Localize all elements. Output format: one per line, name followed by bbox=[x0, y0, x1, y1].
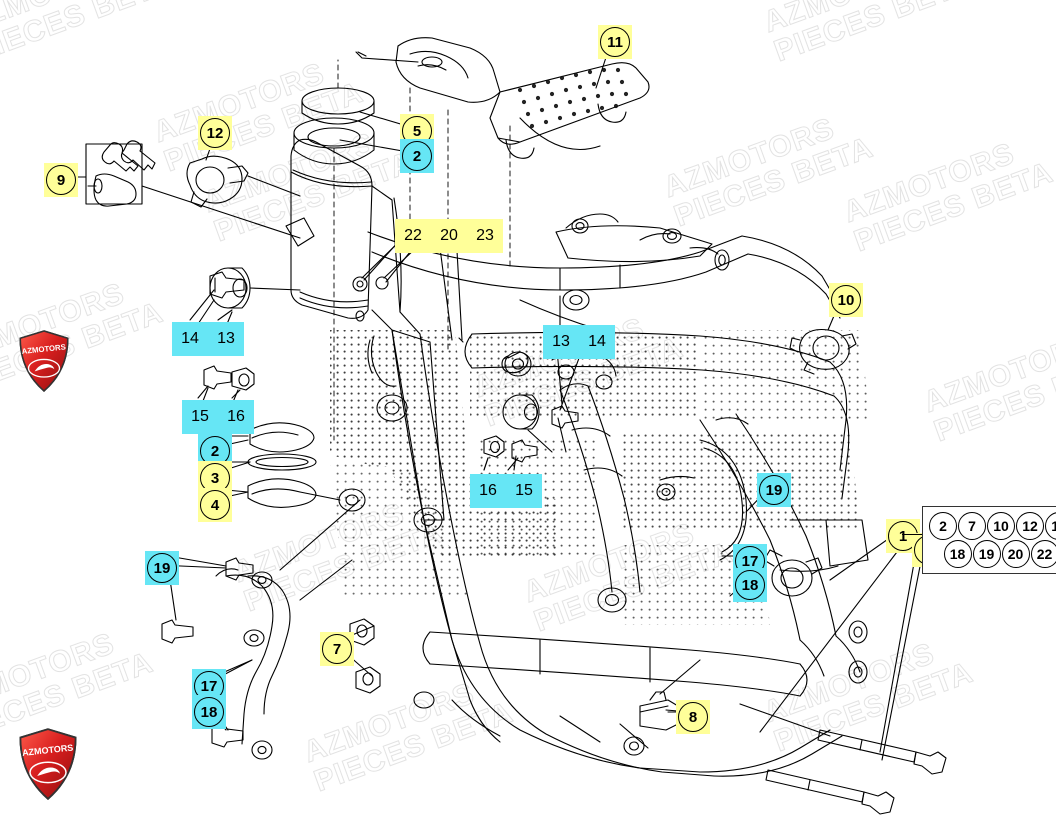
callout-bubble: 18 bbox=[194, 697, 224, 727]
callout-15[interactable]: 15 bbox=[506, 473, 542, 509]
callout-bubble: 20 bbox=[440, 227, 458, 244]
legend-leader bbox=[902, 534, 922, 536]
callout-bubble: 2 bbox=[402, 141, 432, 171]
legend-box: 2710121718192022 bbox=[922, 506, 1056, 574]
callout-12[interactable]: 12 bbox=[198, 116, 232, 150]
callout-group-14-13[interactable]: 14 13 bbox=[172, 322, 244, 356]
legend-item-10[interactable]: 10 bbox=[987, 512, 1015, 540]
callout-16[interactable]: 16 bbox=[218, 399, 254, 435]
legend-item-17[interactable]: 17 bbox=[1045, 512, 1056, 540]
callout-bubble: 14 bbox=[588, 333, 606, 350]
callout-bubble: 7 bbox=[322, 634, 352, 664]
callout-bubble: 19 bbox=[759, 475, 789, 505]
callout-group-13-14[interactable]: 13 14 bbox=[543, 325, 615, 359]
callout-bubble: 14 bbox=[181, 330, 199, 347]
callout-bubble: 13 bbox=[217, 330, 235, 347]
callout-19[interactable]: 19 bbox=[145, 551, 179, 585]
callout-bubble: 15 bbox=[515, 482, 533, 499]
callout-16[interactable]: 16 bbox=[470, 473, 506, 509]
legend-item-18[interactable]: 18 bbox=[943, 540, 972, 568]
callout-bubble: 8 bbox=[678, 702, 708, 732]
callout-23[interactable]: 23 bbox=[467, 218, 503, 254]
callout-13[interactable]: 13 bbox=[208, 321, 244, 357]
callout-10[interactable]: 10 bbox=[829, 283, 863, 317]
callout-bubble: 13 bbox=[552, 333, 570, 350]
callout-bubble: 10 bbox=[831, 285, 861, 315]
callout-18[interactable]: 18 bbox=[733, 568, 767, 602]
callout-bubble: 9 bbox=[46, 165, 76, 195]
callout-8[interactable]: 8 bbox=[676, 700, 710, 734]
legend-item-20[interactable]: 20 bbox=[1001, 540, 1030, 568]
callout-bubble: 18 bbox=[735, 570, 765, 600]
legend-item-19[interactable]: 19 bbox=[972, 540, 1001, 568]
callout-bubble: 15 bbox=[191, 408, 209, 425]
legend-row: 27101217 bbox=[929, 512, 1056, 540]
callout-bubble: 16 bbox=[479, 482, 497, 499]
callout-7[interactable]: 7 bbox=[320, 632, 354, 666]
callout-9[interactable]: 9 bbox=[44, 163, 78, 197]
callout-2[interactable]: 2 bbox=[400, 139, 434, 173]
legend-item-12[interactable]: 12 bbox=[1016, 512, 1044, 540]
callout-group-22-20-23[interactable]: 22 20 23 bbox=[395, 219, 503, 253]
callout-4[interactable]: 4 bbox=[198, 488, 232, 522]
callout-20[interactable]: 20 bbox=[431, 218, 467, 254]
callout-11[interactable]: 11 bbox=[598, 25, 632, 59]
callout-15[interactable]: 15 bbox=[182, 399, 218, 435]
callout-bubble: 12 bbox=[200, 118, 230, 148]
callout-bubble: 11 bbox=[600, 27, 630, 57]
callout-bubble: 16 bbox=[227, 408, 245, 425]
callout-18[interactable]: 18 bbox=[192, 695, 226, 729]
callout-bubble: 4 bbox=[200, 490, 230, 520]
legend-item-7[interactable]: 7 bbox=[958, 512, 986, 540]
callout-19[interactable]: 19 bbox=[757, 473, 791, 507]
callout-bubble: 22 bbox=[404, 227, 422, 244]
callout-14[interactable]: 14 bbox=[172, 321, 208, 357]
callout-bubble: 19 bbox=[147, 553, 177, 583]
callout-14[interactable]: 14 bbox=[579, 324, 615, 360]
callout-13[interactable]: 13 bbox=[543, 324, 579, 360]
callout-22[interactable]: 22 bbox=[395, 218, 431, 254]
legend-item-2[interactable]: 2 bbox=[929, 512, 957, 540]
legend-item-22[interactable]: 22 bbox=[1030, 540, 1056, 568]
callout-bubble: 23 bbox=[476, 227, 494, 244]
